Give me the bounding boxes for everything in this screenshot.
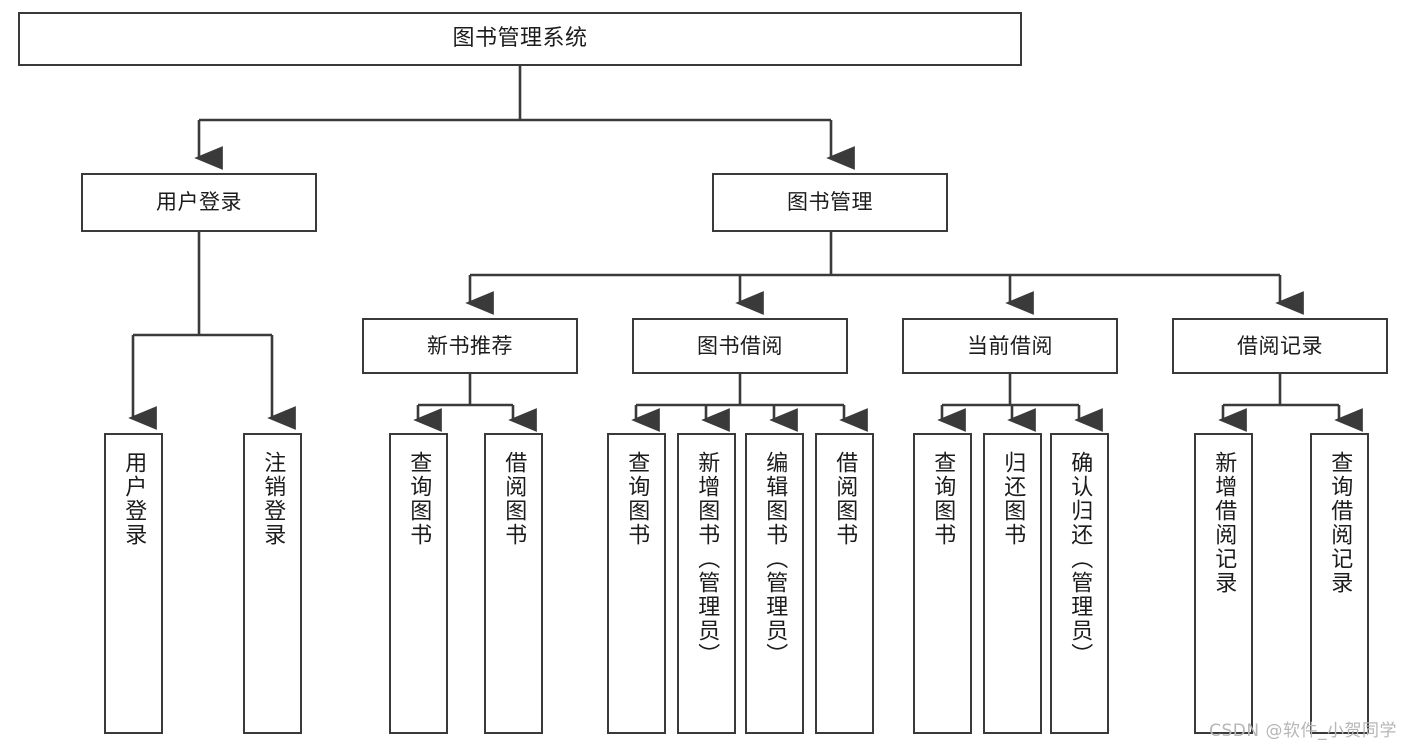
node-label: 确认归还（管理员） xyxy=(1067,451,1093,667)
node-label: 查询图书 xyxy=(930,451,956,547)
node-label: 新书推荐 xyxy=(427,333,513,358)
node-label: 图书管理系统 xyxy=(452,26,588,52)
node-label: 新增借阅记录 xyxy=(1211,451,1237,595)
node-label: 用户登录 xyxy=(121,451,147,547)
leaf-query-book-recommend[interactable]: 查询图书 xyxy=(389,433,448,734)
node-borrow-record[interactable]: 借阅记录 xyxy=(1172,318,1388,374)
leaf-confirm-return-admin[interactable]: 确认归还（管理员） xyxy=(1050,433,1109,734)
leaf-user-login[interactable]: 用户登录 xyxy=(104,433,163,734)
node-label: 当前借阅 xyxy=(967,333,1053,358)
node-book-management[interactable]: 图书管理 xyxy=(712,173,948,232)
node-label: 归还图书 xyxy=(1000,451,1026,547)
leaf-query-book-borrow[interactable]: 查询图书 xyxy=(607,433,666,734)
leaf-logout[interactable]: 注销登录 xyxy=(243,433,302,734)
node-root-system[interactable]: 图书管理系统 xyxy=(18,12,1022,66)
node-label: 查询图书 xyxy=(406,451,432,547)
node-label: 查询图书 xyxy=(624,451,650,547)
node-label: 新增图书（管理员） xyxy=(694,451,720,667)
node-user-login[interactable]: 用户登录 xyxy=(81,173,317,232)
node-new-book-recommend[interactable]: 新书推荐 xyxy=(362,318,578,374)
node-current-borrow[interactable]: 当前借阅 xyxy=(902,318,1118,374)
node-label: 编辑图书（管理员） xyxy=(762,451,788,667)
leaf-query-book-current[interactable]: 查询图书 xyxy=(913,433,972,734)
leaf-borrow-book[interactable]: 借阅图书 xyxy=(815,433,874,734)
node-label: 借阅记录 xyxy=(1237,333,1323,358)
node-label: 图书借阅 xyxy=(697,333,783,358)
node-label: 借阅图书 xyxy=(501,451,527,547)
node-label: 用户登录 xyxy=(156,190,242,215)
leaf-query-borrow-record[interactable]: 查询借阅记录 xyxy=(1310,433,1369,734)
node-label: 图书管理 xyxy=(787,190,873,215)
node-label: 借阅图书 xyxy=(832,451,858,547)
watermark-text: CSDN @软件_小贺同学 xyxy=(1209,721,1397,741)
leaf-add-borrow-record[interactable]: 新增借阅记录 xyxy=(1194,433,1253,734)
node-book-borrow[interactable]: 图书借阅 xyxy=(632,318,848,374)
leaf-borrow-book-recommend[interactable]: 借阅图书 xyxy=(484,433,543,734)
node-label: 查询借阅记录 xyxy=(1327,451,1353,595)
leaf-return-book[interactable]: 归还图书 xyxy=(983,433,1042,734)
leaf-edit-book-admin[interactable]: 编辑图书（管理员） xyxy=(745,433,804,734)
leaf-add-book-admin[interactable]: 新增图书（管理员） xyxy=(677,433,736,734)
node-label: 注销登录 xyxy=(260,451,286,547)
